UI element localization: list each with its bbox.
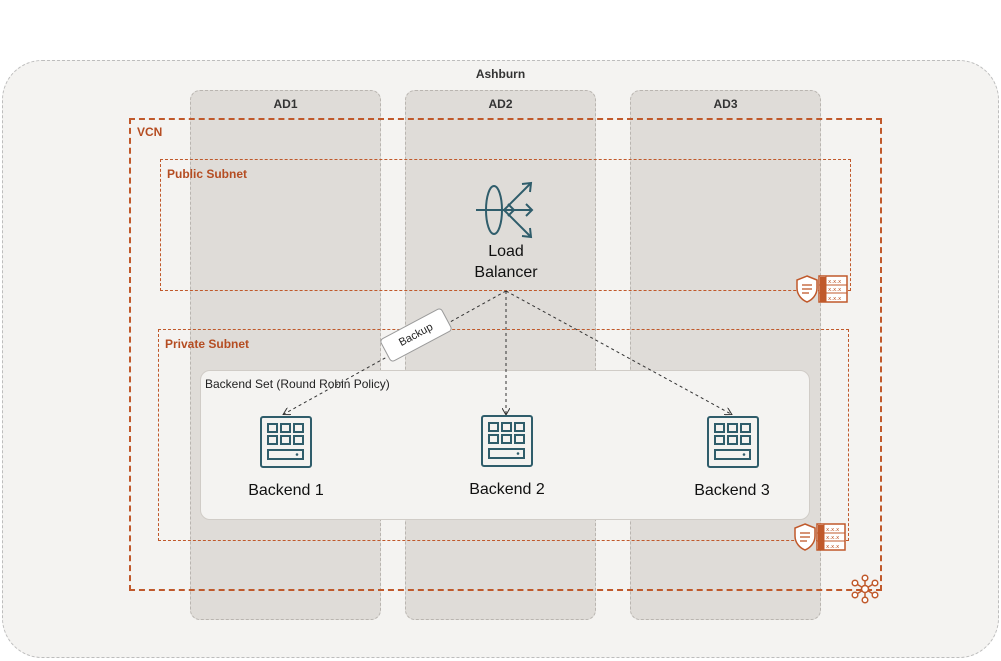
backend-set-label: Backend Set (Round Robin Policy) [205,377,390,391]
security-cell-text: x.x.x [826,535,840,541]
compute-instance-icon [707,416,759,468]
security-cell-text: x.x.x [828,296,842,302]
security-list-icon [794,523,816,551]
ad-label: AD3 [713,97,738,111]
route-table-icon: x.x.x x.x.x x.x.x [818,275,848,303]
compute-instance-icon [481,415,533,467]
private-subnet-label: Private Subnet [165,337,250,351]
private-subnet-boundary [158,329,849,541]
availability-domain-3: AD3 [630,90,821,620]
security-cell-text: x.x.x [828,287,842,293]
backend-1-label: Backend 1 [248,482,324,499]
vcn-network-icon [851,574,879,604]
load-balancer-label-line2: Balancer [474,264,538,281]
security-list-icon [796,275,818,303]
region-label: Ashburn [475,67,526,81]
security-cell-text: x.x.x [826,527,840,533]
backend-2-label: Backend 2 [469,481,545,498]
public-subnet-boundary [160,159,851,291]
vcn-boundary [129,118,882,591]
route-table-icon: x.x.x x.x.x x.x.x [816,523,846,551]
load-balancer-icon [476,181,534,239]
vcn-label: VCN [137,125,163,139]
security-cell-text: x.x.x [826,544,840,550]
ad-label: AD2 [488,97,513,111]
public-subnet-label: Public Subnet [167,167,248,181]
ad-label: AD1 [273,97,298,111]
availability-domain-2: AD2 [405,90,596,620]
compute-instance-icon [260,416,312,468]
load-balancer-label-line1: Load [488,243,524,260]
security-cell-text: x.x.x [828,279,842,285]
connector-lb-backend-3 [505,290,731,414]
availability-domain-1: AD1 [190,90,381,620]
backend-3-label: Backend 3 [694,482,770,499]
